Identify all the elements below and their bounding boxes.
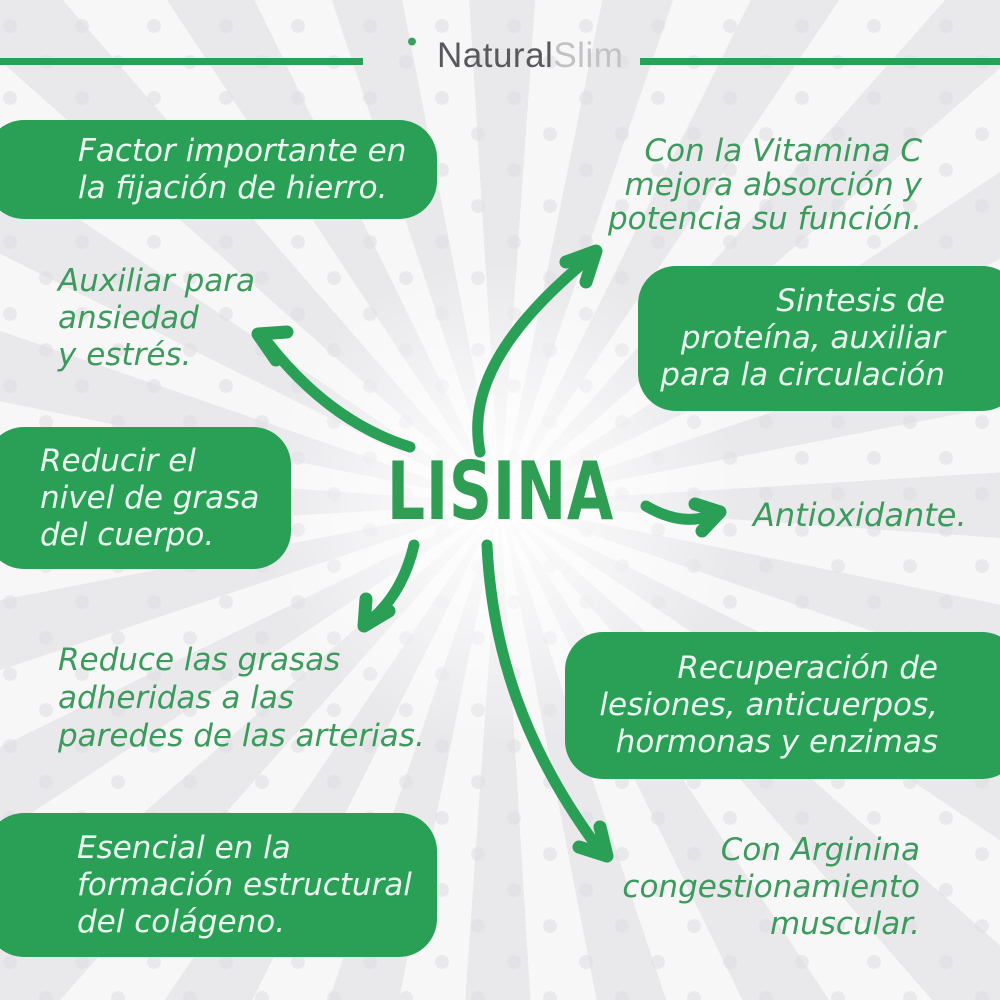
top-rule-left <box>0 58 363 65</box>
benefit-line: mejora absorción y <box>624 167 922 203</box>
benefit-line: lesiones, anticuerpos, <box>599 687 938 723</box>
benefit-text-arteries: Reduce las grasas adheridas a las parede… <box>58 641 425 755</box>
benefit-text-anxiety: Auxiliar para ansiedad y estrés. <box>58 263 255 374</box>
benefit-line: Sintesis de <box>776 283 945 319</box>
benefit-line: congestionamiento <box>622 869 920 905</box>
benefit-line: la fijación de hierro. <box>78 169 388 206</box>
arrow-up-left-icon <box>251 325 416 453</box>
arrow-up-right-icon <box>472 244 603 458</box>
benefit-text-antioxidant: Antioxidante. <box>753 497 967 534</box>
benefit-line: Reduce las grasas <box>58 642 341 678</box>
page-title-text: LISINA <box>386 445 614 538</box>
brand-name-primary: Natural <box>437 36 554 75</box>
benefit-line: Factor importante en <box>78 132 407 169</box>
benefit-line: nivel de grasa <box>40 479 260 516</box>
benefit-line: Recuperación de <box>677 650 938 686</box>
page-title: LISINA <box>0 452 1000 532</box>
benefit-line: hormonas y enzimas <box>615 724 938 760</box>
benefit-line: Con la Vitamina C <box>644 133 922 169</box>
benefit-line: Auxiliar para <box>58 263 256 299</box>
benefit-line: adheridas a las <box>58 680 295 716</box>
benefit-line: formación estructural <box>77 866 412 903</box>
benefit-line: ansiedad <box>58 300 199 336</box>
benefit-box-body-fat: Reducir el nivel de grasa del cuerpo. <box>0 427 291 569</box>
benefit-line: Antioxidante. <box>753 496 967 534</box>
benefit-line: Esencial en la <box>77 829 291 866</box>
benefit-text-arginine: Con Arginina congestionamiento muscular. <box>622 832 920 943</box>
top-rule-right <box>640 58 1000 65</box>
benefit-line: paredes de las arterias. <box>58 718 425 754</box>
benefit-box-collagen: Esencial en la formación estructural del… <box>0 813 437 957</box>
benefit-line: proteína, auxiliar <box>680 320 945 356</box>
benefit-line: para la circulación <box>660 357 945 393</box>
benefit-box-recovery: Recuperación de lesiones, anticuerpos, h… <box>565 632 1000 779</box>
benefit-line: del colágeno. <box>77 903 286 940</box>
benefit-box-iron: Factor importante en la fijación de hier… <box>0 120 437 219</box>
brand-name: NaturalSlim <box>437 36 623 76</box>
benefit-line: del cuerpo. <box>40 516 215 553</box>
benefit-line: Reducir el <box>40 442 196 479</box>
benefit-text-vitamin-c: Con la Vitamina C mejora absorción y pot… <box>608 134 922 236</box>
arrow-right-icon <box>640 497 727 538</box>
arrow-down-left-icon <box>357 539 420 633</box>
benefit-line: muscular. <box>769 906 920 942</box>
benefit-line: Con Arginina <box>720 832 920 868</box>
arrow-down-right-icon <box>481 539 614 863</box>
benefit-line: potencia su función. <box>607 201 922 237</box>
benefit-box-protein: Sintesis de proteína, auxiliar para la c… <box>638 266 1000 411</box>
person-figure-icon <box>408 37 416 46</box>
brand-logo: NaturalSlim <box>394 34 623 78</box>
brand-name-secondary: Slim <box>553 36 624 75</box>
benefit-line: y estrés. <box>58 337 192 373</box>
